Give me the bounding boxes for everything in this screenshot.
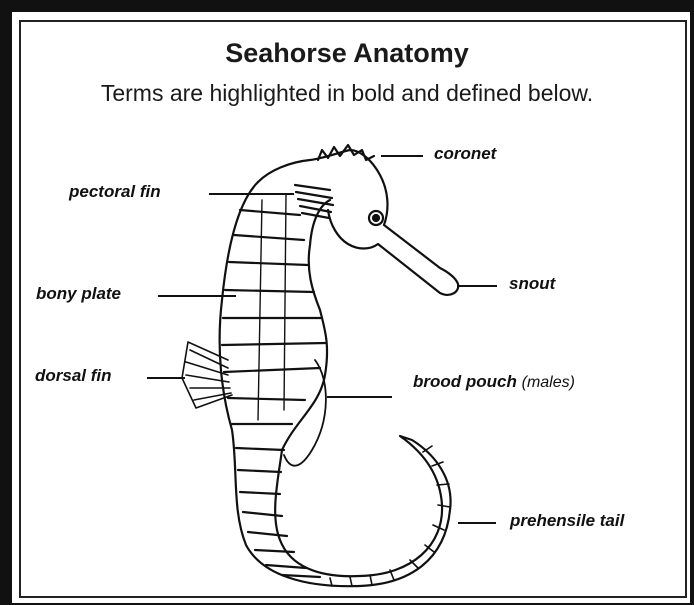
snout-leader-line	[457, 285, 497, 287]
label-brood-pouch-note: (males)	[522, 374, 575, 391]
bony-plate-rings	[222, 210, 326, 577]
label-prehensile-tail: prehensile tail	[510, 511, 624, 531]
coronet-spikes	[318, 145, 374, 160]
bony-plate-leader-line	[158, 295, 236, 297]
label-brood-pouch-text: brood pouch	[413, 372, 517, 391]
label-bony-plate: bony plate	[36, 284, 121, 304]
label-snout: snout	[509, 274, 555, 294]
coronet-leader-line	[381, 155, 423, 157]
dorsal-fin-shape	[182, 342, 232, 408]
dorsal-fin-leader-line	[147, 377, 185, 379]
seahorse-head-outline	[258, 150, 458, 295]
pectoral-fin-leader-line	[209, 193, 294, 195]
brood-pouch-outline	[284, 360, 326, 466]
label-dorsal-fin: dorsal fin	[35, 366, 112, 386]
label-coronet: coronet	[434, 144, 496, 164]
prehensile-tail-leader-line	[458, 522, 496, 524]
tail-rings	[330, 446, 450, 586]
label-brood-pouch: brood pouch (males)	[413, 372, 575, 392]
brood-pouch-leader-line	[327, 396, 392, 398]
label-pectoral-fin: pectoral fin	[69, 182, 161, 202]
